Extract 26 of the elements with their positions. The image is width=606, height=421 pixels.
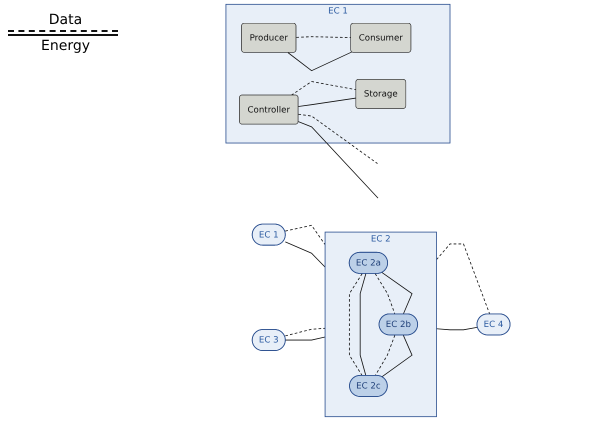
- dashed-connector: [284, 328, 326, 336]
- legend-label: Energy: [40, 38, 91, 54]
- connector: [360, 273, 366, 376]
- connector: [288, 52, 352, 72]
- dashed-connector: [348, 273, 363, 376]
- dashed-connector: [298, 114, 378, 164]
- dashed-connector: [290, 81, 356, 96]
- ellipse-node: EC 3: [252, 329, 286, 351]
- connector: [284, 241, 326, 268]
- connector: [382, 334, 413, 378]
- connector-line: [298, 121, 378, 198]
- dashed-connector: [374, 334, 396, 376]
- legend-label: Data: [48, 12, 84, 28]
- dashed-connector: [296, 36, 352, 38]
- ellipse-node: EC 4: [476, 313, 510, 336]
- component-box: Consumer: [350, 22, 412, 53]
- connector: [284, 336, 326, 340]
- connector: [298, 98, 356, 107]
- component-box: Controller: [239, 94, 298, 124]
- connector: [436, 326, 478, 330]
- component-box: Producer: [241, 22, 296, 53]
- component-box: Storage: [356, 79, 406, 109]
- dashed-connector: [436, 244, 490, 314]
- dashed-connector: [374, 273, 396, 315]
- ellipse-node: EC 1: [252, 224, 286, 246]
- dashed-connector: [284, 224, 326, 246]
